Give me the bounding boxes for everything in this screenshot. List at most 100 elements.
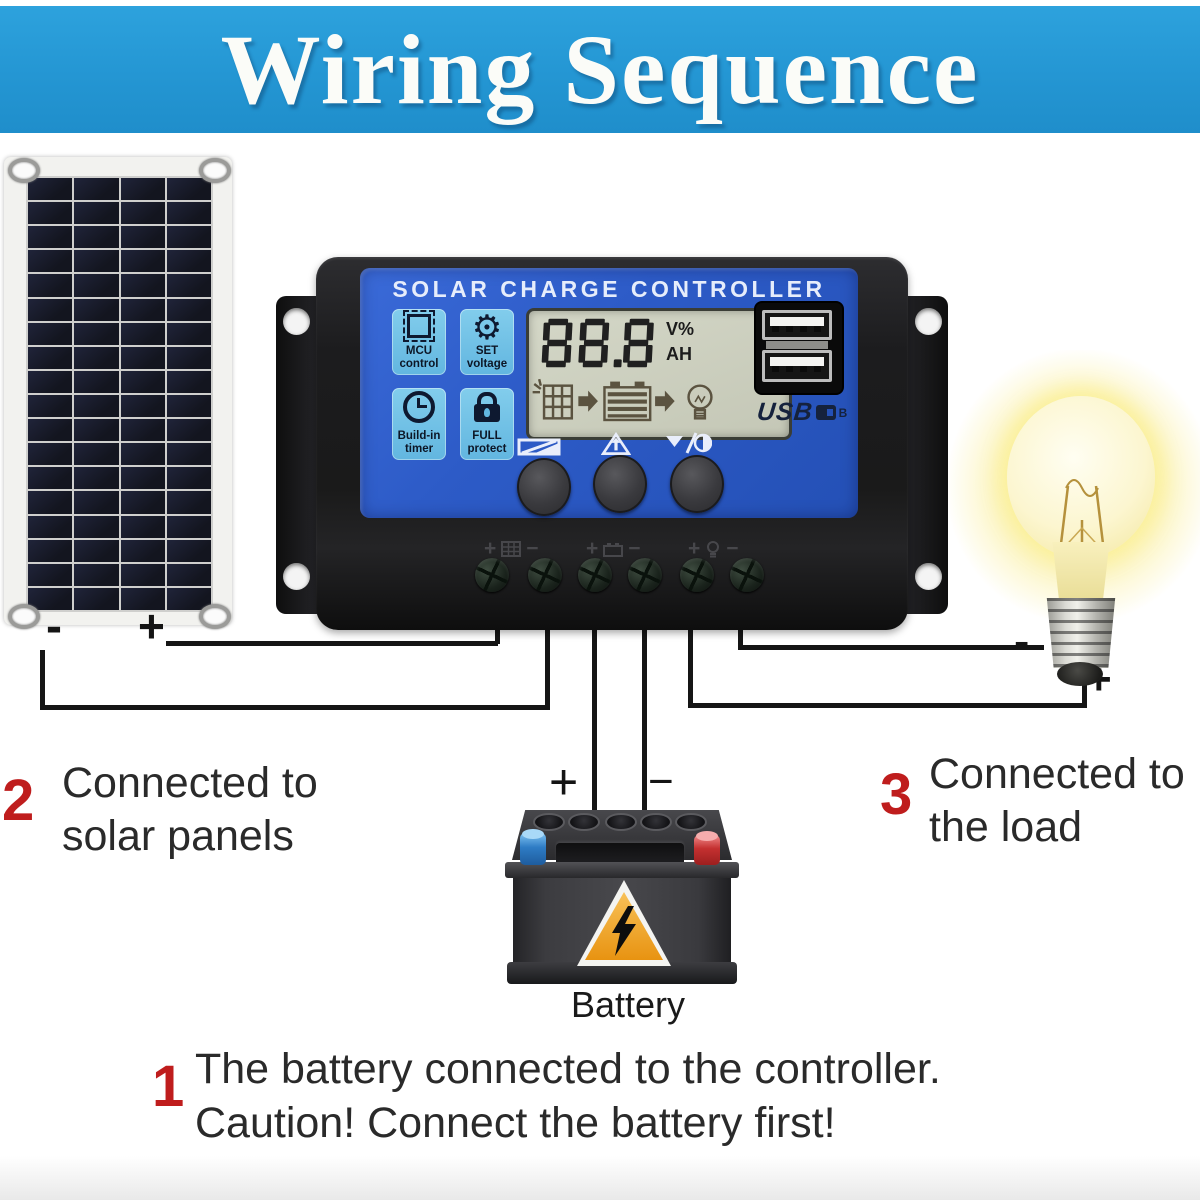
bulb-screw-base <box>1046 598 1116 668</box>
solar-cell <box>28 467 73 490</box>
solar-cell <box>120 467 165 490</box>
terminal-screw[interactable] <box>578 558 612 592</box>
solar-cell <box>166 394 211 418</box>
usb-pins <box>772 366 822 372</box>
controller-button-left[interactable] <box>517 458 571 516</box>
wire-panel-minus <box>40 705 550 710</box>
wire-battery-minus <box>642 627 647 814</box>
battery-terminal-icon <box>603 542 624 557</box>
usb-port-top[interactable] <box>762 310 832 340</box>
solar-cell <box>120 202 165 225</box>
solar-cell <box>120 322 165 345</box>
usb-tongue <box>770 317 824 326</box>
solar-cell <box>166 587 211 610</box>
clock-icon <box>403 391 435 423</box>
wire-panel-minus <box>40 650 45 710</box>
usb-port-bottom[interactable] <box>762 350 832 382</box>
solar-cell <box>120 515 165 538</box>
panel-eyelet-icon <box>199 158 231 183</box>
terminal-minus: − <box>628 537 641 560</box>
solar-cell <box>28 587 73 610</box>
badge-built-in-timer: Build-in timer <box>392 388 446 460</box>
step-1-number: 1 <box>152 1054 185 1119</box>
mount-hole <box>915 308 942 335</box>
solar-cell <box>120 563 165 586</box>
solar-cell <box>166 202 211 225</box>
bulb-filament <box>1058 479 1106 553</box>
step-2-number: 2 <box>2 768 35 833</box>
title-banner: Wiring Sequence <box>0 6 1200 133</box>
solar-cell <box>120 419 165 442</box>
solar-cell <box>120 370 165 393</box>
controller-button-right[interactable] <box>670 455 724 513</box>
solar-cell <box>74 419 119 442</box>
wire-load-minus <box>738 645 1044 650</box>
terminal-plus: + <box>688 537 701 560</box>
solar-cell <box>28 563 73 586</box>
badge-label: FULL <box>472 430 502 442</box>
solar-cell <box>74 250 119 273</box>
solar-cell <box>28 250 73 273</box>
wire-load-plus <box>688 627 693 708</box>
solar-cell <box>120 178 165 201</box>
controller-mount-ear-left <box>276 296 322 614</box>
terminal-plus: + <box>586 537 599 560</box>
battery-terminal-positive <box>520 829 546 865</box>
solar-cell <box>120 346 165 369</box>
solar-cell <box>74 563 119 586</box>
gear-icon: ⚙ <box>471 308 503 348</box>
step-1-text: The battery connected to the controller. <box>195 1045 941 1093</box>
solar-cell <box>28 443 73 466</box>
solar-cell <box>28 226 73 249</box>
battery-rim <box>505 862 739 878</box>
solar-cell <box>74 178 119 201</box>
wire-load-plus <box>688 703 1087 708</box>
chip-icon <box>403 310 435 342</box>
controller-button-middle[interactable] <box>593 455 647 513</box>
lcd-unit-amp-hour: AH <box>666 344 692 364</box>
solar-cell <box>166 346 211 369</box>
solar-cell <box>120 298 165 321</box>
terminal-group-load: + − <box>688 536 739 562</box>
solar-cell <box>120 491 165 514</box>
solar-cell <box>120 226 165 249</box>
load-minus-label: - <box>1014 615 1030 667</box>
mount-hole <box>283 308 310 335</box>
sun-solar-panel-icon <box>532 378 574 420</box>
solar-cell <box>120 250 165 273</box>
badge-label: Build-in <box>397 430 441 442</box>
wire-load-plus <box>1082 678 1087 708</box>
usb-pins <box>772 326 822 332</box>
terminal-screw[interactable] <box>475 558 509 592</box>
solar-cell <box>28 394 73 418</box>
usb-tongue <box>770 357 824 366</box>
lcd-value: 88.8 <box>529 311 530 312</box>
terminal-screw[interactable] <box>528 558 562 592</box>
bulb-contact-tip <box>1057 662 1103 686</box>
solar-cell <box>166 250 211 273</box>
terminal-screw[interactable] <box>628 558 662 592</box>
badge-label: timer <box>404 442 434 455</box>
solar-cell <box>166 419 211 442</box>
badge-mcu-control: MCU control <box>392 309 446 375</box>
badge-label: MCU <box>405 345 433 357</box>
mount-hole <box>915 563 942 590</box>
solar-cell <box>74 322 119 345</box>
solar-cell <box>120 274 165 297</box>
wire-battery-plus <box>592 627 597 814</box>
solar-cell <box>28 298 73 321</box>
solar-cell <box>166 178 211 201</box>
terminal-screw[interactable] <box>730 558 764 592</box>
solar-cell <box>120 539 165 562</box>
mount-hole <box>283 563 310 590</box>
arrow-right-icon <box>655 390 675 412</box>
battery-base <box>507 962 737 984</box>
solar-cell <box>166 467 211 490</box>
solar-cell <box>166 563 211 586</box>
panel-eyelet-icon <box>199 604 231 629</box>
terminal-screw[interactable] <box>680 558 714 592</box>
solar-cell <box>120 443 165 466</box>
usb-plug-icon <box>815 405 836 420</box>
wire-panel-plus <box>495 627 500 644</box>
solar-cell <box>74 443 119 466</box>
